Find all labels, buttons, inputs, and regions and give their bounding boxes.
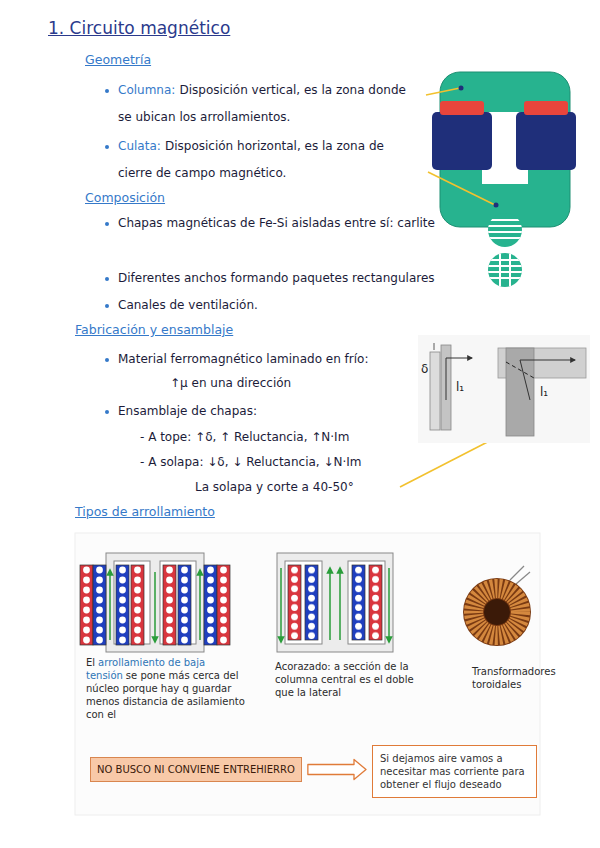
section-heading: Composición xyxy=(85,186,165,210)
dimension-symbol: δ xyxy=(421,362,428,376)
core-figure xyxy=(432,72,576,227)
joint-figure xyxy=(418,335,590,443)
bullet-item: Culata:Disposición horizontal, es la zon… xyxy=(118,133,418,187)
term: Culata: xyxy=(118,139,161,153)
section-heading: Geometría xyxy=(85,48,151,72)
note-line: - A solapa: ↓δ, ↓ Reluctancia, ↓N·Im xyxy=(140,449,410,476)
bullet-item: Diferentes anchos formando paquetes rect… xyxy=(118,265,478,292)
caption-text: El xyxy=(86,657,95,668)
winding-figure xyxy=(80,553,230,652)
figure-caption: Elarrollamiento de baja tensiónse pone m… xyxy=(86,656,251,721)
note-line: - A tope: ↑δ, ↑ Reluctancia, ↑N·Im xyxy=(140,424,410,451)
note-line: La solapa y corte a 40-50° xyxy=(195,474,395,501)
dimension-symbol: l₁ xyxy=(540,385,548,399)
box-text: NO BUSCO NI CONVIENE ENTREHIERRO xyxy=(97,763,295,776)
winding-figure xyxy=(277,553,393,652)
term: Columna: xyxy=(118,83,175,97)
toroid-picture xyxy=(463,566,531,646)
bullet-item: Material ferromagnético laminado en frío… xyxy=(118,346,413,373)
warning-box: NO BUSCO NI CONVIENE ENTREHIERRO xyxy=(90,757,302,782)
bullet-item: Columna:Disposición vertical, es la zona… xyxy=(118,77,418,131)
block-arrow xyxy=(308,760,366,780)
dimension-symbol: l₁ xyxy=(456,380,464,394)
page-title: 1. Circuito magnético xyxy=(48,16,230,40)
figure-panel xyxy=(75,533,540,815)
section-heading: Fabricación y ensamblaje xyxy=(75,318,233,342)
section-heading: Tipos de arrollamiento xyxy=(75,500,215,524)
note-line: ↑μ en una dirección xyxy=(170,370,410,397)
bullet-item: Ensamblaje de chapas: xyxy=(118,398,413,425)
figure-caption: Acorazado: a sección de la columna centr… xyxy=(275,660,425,699)
bullet-item: Chapas magnéticas de Fe-Si aisladas entr… xyxy=(118,210,438,237)
bullet-item: Canales de ventilación. xyxy=(118,292,418,319)
box-text: Si dejamos aire vamos a necesitar mas co… xyxy=(380,752,529,791)
note-box: Si dejamos aire vamos a necesitar mas co… xyxy=(372,745,537,798)
lamination-section xyxy=(485,213,525,288)
figure-caption: Transformadores toroidales xyxy=(472,665,572,691)
